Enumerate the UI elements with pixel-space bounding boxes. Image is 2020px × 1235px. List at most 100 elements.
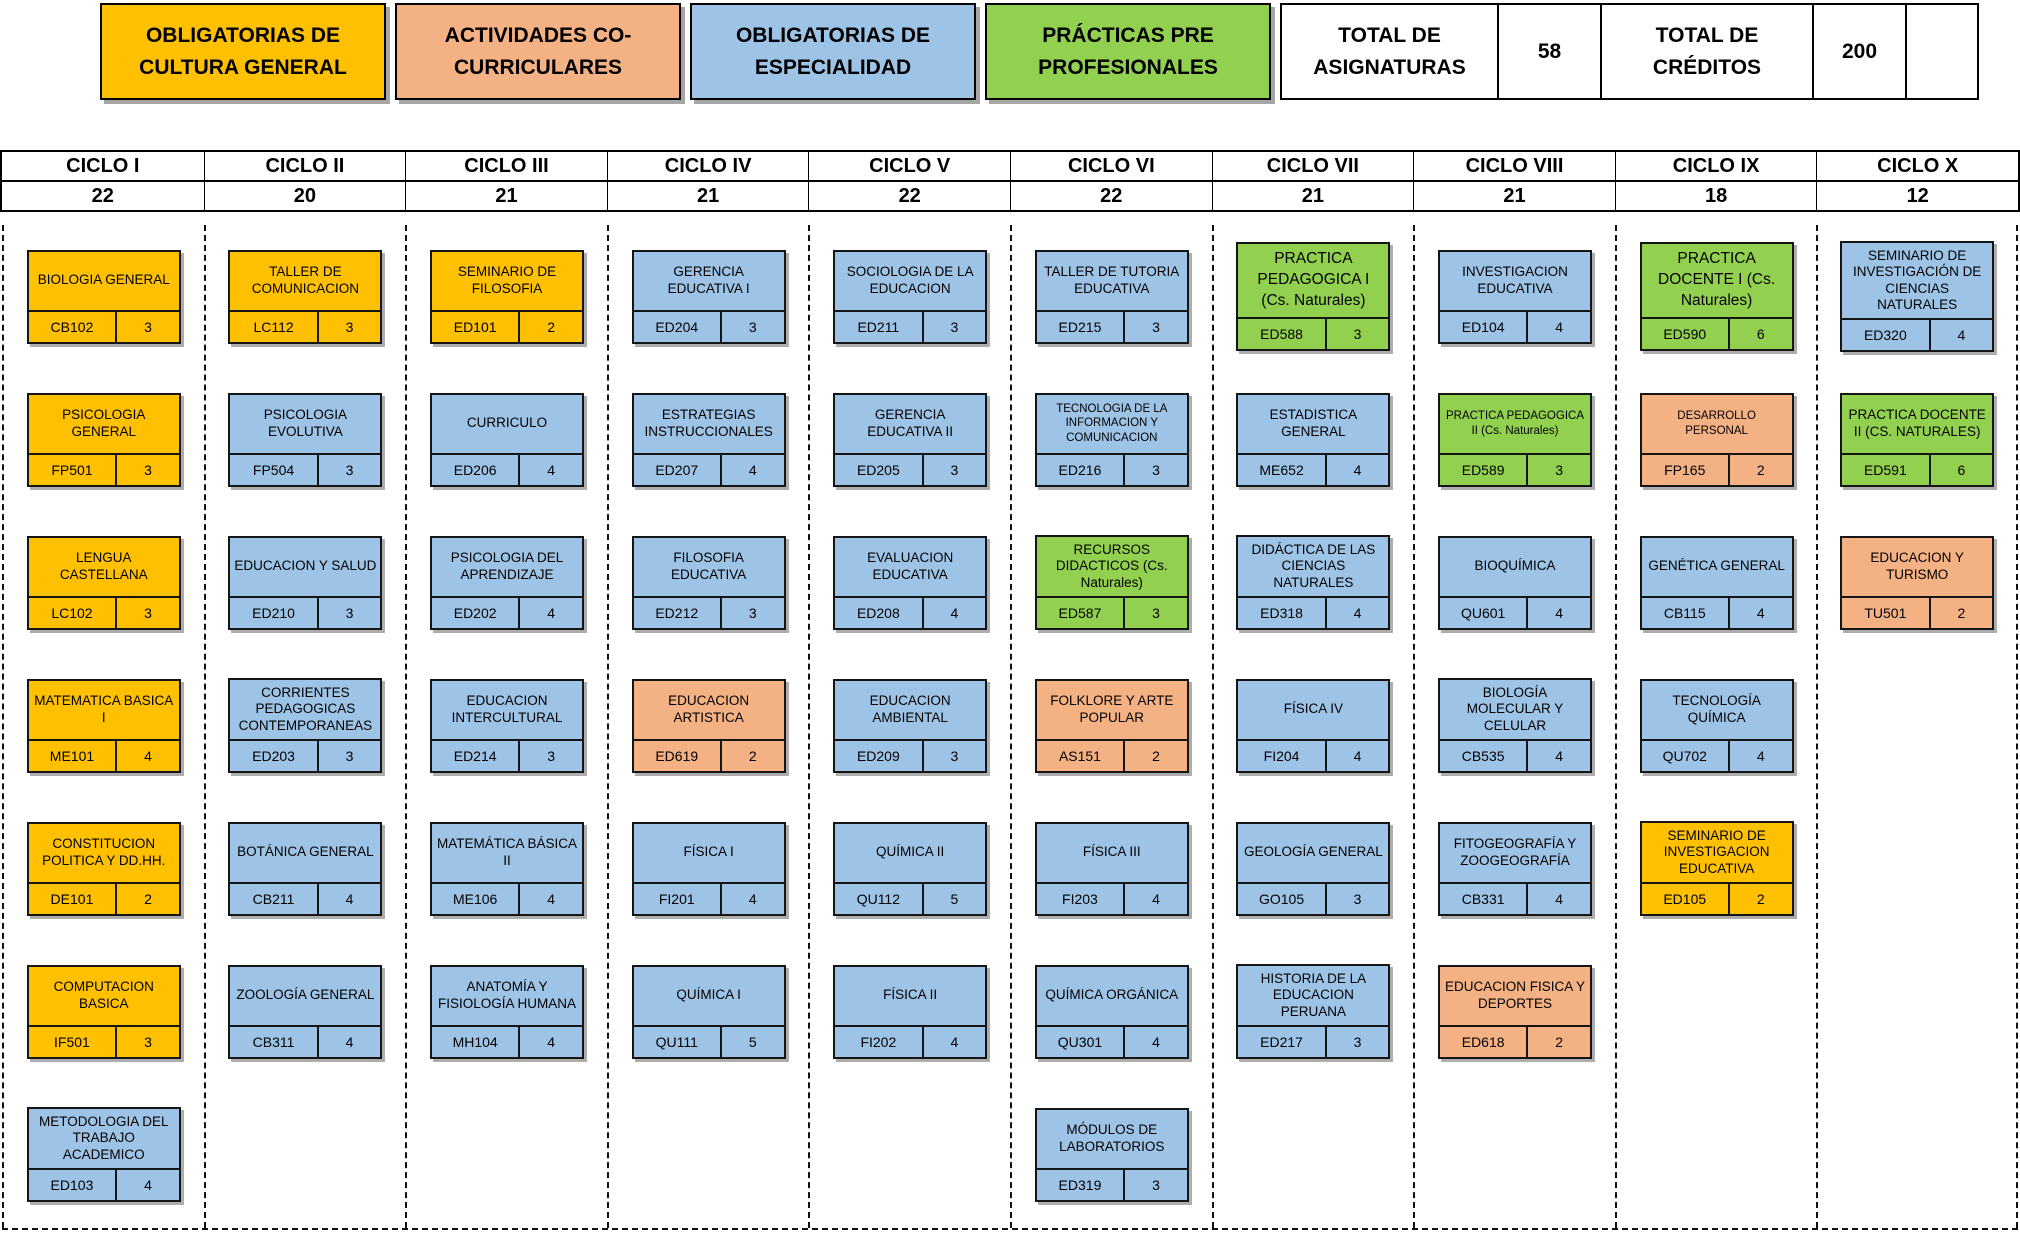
course-code: LC112	[230, 311, 319, 342]
legend-category-box: ACTIVIDADES CO-CURRICULARES	[395, 3, 681, 100]
cycle-credits-cell: 21	[606, 182, 809, 210]
course-code: ED618	[1440, 1026, 1529, 1057]
course-credits: 4	[1152, 1033, 1160, 1050]
course-meta: ED209 3	[835, 738, 986, 771]
course-credits: 3	[1152, 318, 1160, 335]
cycle-name-cell: CICLO III	[405, 152, 607, 182]
course-title: MÓDULOS DE LABORATORIOS	[1059, 1122, 1165, 1154]
course-code: ED318	[1238, 598, 1327, 629]
course-code: ME101	[29, 740, 118, 771]
course-title: RECURSOS DIDACTICOS (Cs. Naturales)	[1055, 541, 1168, 590]
course-code: ED207	[634, 454, 722, 485]
course-credits: 4	[1555, 890, 1564, 907]
course-code: TU501	[1842, 597, 1931, 628]
course-code: IF501	[29, 1026, 118, 1057]
cycle-name-cell: CICLO IV	[606, 152, 809, 182]
course-title: PRACTICA PEDAGOGICA I (Cs. Naturales)	[1257, 250, 1370, 309]
course-code: ED320	[1842, 320, 1931, 351]
course-title: MATEMÁTICA BÁSICA II	[436, 836, 577, 868]
course-credits: 3	[144, 318, 152, 335]
course-code: ED202	[432, 597, 521, 628]
cycle-credits-cell: 22	[808, 182, 1010, 210]
cycle-credits-cell: 21	[1413, 182, 1615, 210]
course-credits: 4	[144, 1177, 152, 1194]
course-title: EDUCACION Y TURISMO	[1870, 550, 1964, 582]
course-code: ED319	[1037, 1169, 1126, 1200]
course-credits: 4	[1353, 461, 1362, 478]
course-title: GEOLOGÍA GENERAL	[1243, 844, 1383, 860]
cycle-name-cell: CICLO X	[1816, 152, 2018, 182]
course-code: CB211	[230, 883, 319, 914]
course-code: FP501	[29, 454, 118, 485]
course-code: MH104	[432, 1026, 521, 1057]
cycle-name-cell: CICLO VI	[1010, 152, 1212, 182]
course-title: PRACTICA DOCENTE I (Cs. Naturales)	[1658, 250, 1776, 309]
course-code: ED103	[29, 1170, 118, 1201]
course-credits: 4	[1555, 318, 1564, 335]
course-code: ME106	[432, 883, 521, 914]
course-title: QUÍMICA ORGÁNICA	[1045, 987, 1179, 1003]
course-title: TALLER DE TUTORIA EDUCATIVA	[1044, 264, 1180, 296]
course-title: FITOGEOGRAFÍA Y ZOOGEOGRAFÍA	[1453, 836, 1577, 868]
cycle-credits-cell: 12	[1816, 182, 2018, 210]
course-title: FÍSICA III	[1082, 844, 1141, 860]
course-code: LC102	[29, 597, 118, 628]
course-credits: 3	[950, 747, 959, 764]
course-card: SEMINARIO DE INVESTIGACIÓN DE CIENCIAS N…	[1840, 240, 1995, 353]
course-title: ESTRATEGIAS INSTRUCCIONALES	[644, 407, 773, 439]
course-credits: 3	[1353, 325, 1362, 342]
course-credits: 3	[748, 318, 757, 335]
course-credits: 3	[1152, 461, 1160, 478]
course-credits: 3	[1555, 461, 1564, 478]
course-credits: 3	[950, 318, 959, 335]
total-creditos-value: 200	[1812, 5, 1905, 98]
course-code: ED101	[432, 311, 521, 342]
course-code: CB535	[1440, 741, 1529, 772]
course-credits: 3	[345, 604, 354, 621]
course-title: ZOOLOGÍA GENERAL	[236, 987, 375, 1003]
course-credits: 3	[748, 604, 757, 621]
course-title: BIOQUÍMICA	[1474, 558, 1556, 574]
course-code: ED214	[432, 740, 521, 771]
course-code: ME652	[1238, 454, 1327, 485]
course-code: ED209	[835, 740, 924, 771]
